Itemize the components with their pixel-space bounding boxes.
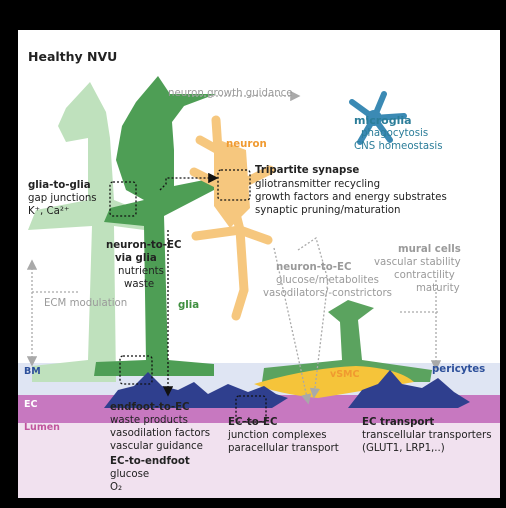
- neuron-to-ec-glia-title1: neuron-to-EC: [106, 240, 181, 252]
- endfoot-to-ec-line2: vasodilation factors: [110, 428, 210, 440]
- pericytes-label: pericytes: [432, 364, 485, 376]
- ec-to-endfoot-line2: O₂: [110, 482, 122, 494]
- ec-to-endfoot-title: EC-to-endfoot: [110, 456, 190, 468]
- diagram-panel: Healthy NVU neuron growth guidance micro…: [18, 30, 500, 498]
- ec-to-ec-title: EC-to-EC: [228, 417, 277, 429]
- bm-label: BM: [24, 366, 41, 377]
- ecm-modulation-label: ECM modulation: [44, 298, 127, 310]
- neuron-to-ec-title: neuron-to-EC: [276, 262, 351, 274]
- endfoot-to-ec-title: endfoot-to-EC: [110, 402, 190, 414]
- ec-transport-line1: transcellular transporters: [362, 430, 492, 442]
- microglia-line2: CNS homeostasis: [354, 141, 443, 153]
- ec-transport-line2: (GLUT1, LRP1,..): [362, 443, 445, 455]
- mural-line1: vascular stability: [374, 257, 461, 269]
- ec-transport-title: EC transport: [362, 417, 434, 429]
- ec-to-endfoot-line1: glucose: [110, 469, 149, 481]
- glia-label: glia: [178, 300, 199, 312]
- tripartite-line2: growth factors and energy substrates: [255, 192, 447, 204]
- endfoot-to-ec-line1: waste products: [110, 415, 188, 427]
- vsmc-label: vSMC: [330, 369, 359, 380]
- mural-line2: contractility: [394, 270, 455, 282]
- neuron-to-ec-line1: glucose/metabolites: [276, 275, 379, 287]
- neuron-soma: [214, 138, 250, 228]
- neuron-to-ec-glia-title2: via glia: [115, 253, 157, 265]
- tripartite-line3: synaptic pruning/maturation: [255, 205, 401, 217]
- microglia-line1: phagocytosis: [361, 128, 428, 140]
- mural-title: mural cells: [398, 244, 461, 256]
- neuron-to-ec-line2: vasodilators/-constrictors: [263, 288, 392, 300]
- ec-to-ec-line2: paracellular transport: [228, 443, 339, 455]
- mural-line3: maturity: [416, 283, 460, 295]
- neuron-growth-guidance-label: neuron growth guidance: [168, 88, 293, 100]
- ec-to-ec-line1: junction complexes: [228, 430, 327, 442]
- neuron-to-ec-glia-line1: nutrients: [118, 266, 164, 278]
- neuron-label: neuron: [226, 139, 267, 151]
- neuron-to-ec-glia-line2: waste: [124, 279, 154, 291]
- ec-label: EC: [24, 399, 37, 410]
- glia-to-glia-title: glia-to-glia: [28, 180, 91, 192]
- glia-to-glia-line1: gap junctions: [28, 193, 97, 205]
- diagram-title: Healthy NVU: [28, 50, 117, 65]
- tripartite-title: Tripartite synapse: [255, 165, 359, 177]
- lumen-label: Lumen: [24, 422, 60, 433]
- endfoot-to-ec-line3: vascular guidance: [110, 441, 203, 453]
- glia-to-glia-line2: K⁺, Ca²⁺: [28, 206, 69, 218]
- microglia-title: microglia: [354, 115, 412, 128]
- tripartite-line1: gliotransmitter recycling: [255, 179, 380, 191]
